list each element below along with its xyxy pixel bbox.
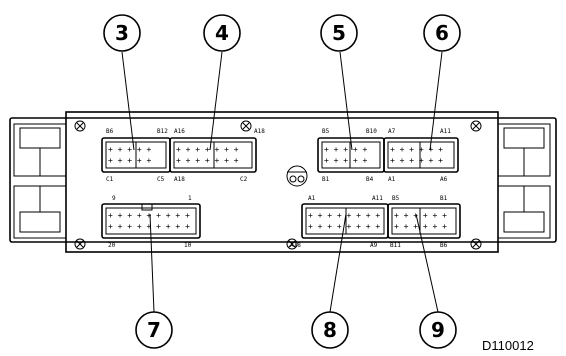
screw-icon	[74, 120, 86, 132]
c8-bottom-left-label: A18	[290, 242, 301, 249]
c3-bottom-right-label: C5	[157, 176, 165, 183]
c8-bottom-right-label: A9	[370, 242, 378, 249]
callout-9-label: 9	[431, 318, 445, 342]
screw-icon	[470, 238, 482, 250]
leader-lines	[121, 51, 443, 313]
ground-stud-icon	[286, 165, 308, 187]
svg-text:+ + + + + +: + + + + + +	[394, 211, 447, 220]
screw-icon	[240, 120, 252, 132]
callout-4-label: 4	[215, 21, 229, 45]
svg-text:+ + + + +: + + + + +	[108, 145, 152, 154]
controller-housing	[9, 111, 557, 253]
callout-5: 5	[320, 14, 358, 52]
connector-6: + + + + + + + + + + + + A7 A11 A1 A6	[383, 128, 459, 183]
callout-3-label: 3	[115, 21, 129, 45]
c5-top-right-label: B10	[366, 128, 377, 135]
callout-8-label: 8	[323, 318, 337, 342]
svg-text:+ + + + + +: + + + + + +	[394, 222, 447, 231]
c5-bottom-right-label: B4	[366, 176, 374, 183]
svg-text:+ + + + + + + +: + + + + + + + +	[308, 211, 380, 220]
c6-top-left-label: A7	[388, 128, 396, 135]
callout-9: 9	[419, 311, 457, 349]
c6-top-right-label: A11	[440, 128, 451, 135]
callout-5-label: 5	[332, 21, 346, 45]
mounting-screws	[74, 120, 482, 250]
c9-top-left-label: B5	[392, 195, 400, 202]
callout-7: 7	[135, 311, 173, 349]
c7-bottom-right-label: 10	[184, 242, 192, 249]
callout-6-label: 6	[435, 21, 449, 45]
svg-text:+ + + + + +: + + + + + +	[390, 156, 443, 165]
c6-bottom-right-label: A6	[440, 176, 448, 183]
c4-bottom-right-label: C2	[240, 176, 248, 183]
c8-top-right-label: A11	[372, 195, 383, 202]
screw-icon	[470, 120, 482, 132]
c9-top-right-label: B1	[440, 195, 448, 202]
c6-bottom-left-label: A1	[388, 176, 396, 183]
callout-8: 8	[311, 311, 349, 349]
c7-top-right-label: 1	[188, 195, 192, 202]
svg-text:+ + + + +: + + + + +	[324, 156, 368, 165]
callout-3: 3	[103, 14, 141, 52]
callout-6: 6	[423, 14, 461, 52]
callout-4: 4	[203, 14, 241, 52]
c5-bottom-left-label: B1	[322, 176, 330, 183]
svg-text:+ + + + +: + + + + +	[324, 145, 368, 154]
c3-top-left-label: B6	[106, 128, 114, 135]
c9-bottom-left-label: B11	[390, 242, 401, 249]
callout-7-label: 7	[147, 318, 161, 342]
svg-text:+ + + + + + +: + + + + + + +	[176, 145, 239, 154]
connector-5: + + + + + + + + + + B5 B10 B1 B4	[317, 128, 385, 183]
svg-text:+ + + + + + + + +: + + + + + + + + +	[108, 222, 190, 231]
c4-bottom-left-label: A18	[174, 176, 185, 183]
c7-top-left-label: 9	[112, 195, 116, 202]
screw-icon	[74, 238, 86, 250]
connector-8: + + + + + + + + + + + + + + + + A1 A11 A…	[290, 195, 389, 249]
c8-top-left-label: A1	[308, 195, 316, 202]
screw-icon	[286, 238, 298, 250]
svg-text:+ + + + + + +: + + + + + + +	[176, 156, 239, 165]
connector-9: + + + + + + + + + + + + B5 B1 B11 B6	[387, 195, 461, 249]
figure-id: D110012	[482, 338, 534, 353]
svg-text:+ + + + +: + + + + +	[108, 156, 152, 165]
svg-text:+ + + + + +: + + + + + +	[390, 145, 443, 154]
svg-text:+ + + + + + + + +: + + + + + + + + +	[108, 211, 190, 220]
c7-bottom-left-label: 20	[108, 242, 116, 249]
connector-3: + + + + + + + + + + B6 B12 C1 C5	[101, 128, 171, 183]
c4-top-left-label: A16	[174, 128, 185, 135]
c3-top-right-label: B12	[157, 128, 168, 135]
connector-4: + + + + + + + + + + + + + + A16 A18 A18 …	[169, 128, 265, 183]
c5-top-left-label: B5	[322, 128, 330, 135]
c4-top-right-label: A18	[254, 128, 265, 135]
c9-bottom-right-label: B6	[440, 242, 448, 249]
c3-bottom-left-label: C1	[106, 176, 114, 183]
